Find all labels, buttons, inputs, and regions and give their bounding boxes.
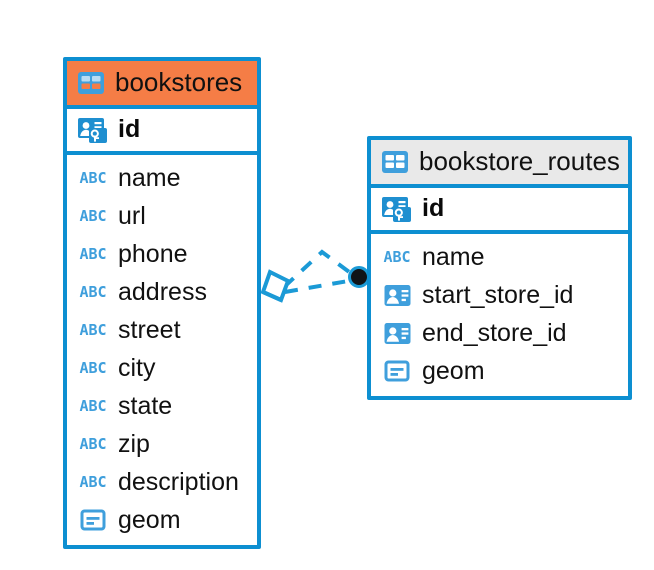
abc-icon: ABC [79,321,107,339]
relationship-line-upper [282,249,358,289]
field-label-bookstore-routes-name: name [422,243,485,271]
field-label-bookstores-state: state [118,392,173,420]
blob-icon [77,508,109,532]
entity-header-bookstore-routes[interactable]: bookstore_routes [371,140,628,188]
field-row-bookstores-description[interactable]: ABC description [67,463,257,501]
field-row-bookstore-routes-name[interactable]: ABC name [371,238,628,276]
abc-icon: ABC [79,359,107,377]
foreign-key-icon [381,322,413,345]
abc-icon: ABC [79,473,107,491]
field-row-bookstores-name[interactable]: ABC name [67,159,257,197]
diamond-marker-icon [260,269,291,303]
entity-title-bookstore-routes: bookstore_routes [419,146,620,176]
field-label-bookstores-url: url [118,202,146,230]
field-row-bookstores-id[interactable]: id [67,109,257,155]
abc-icon: ABC [79,245,107,263]
primary-key-icon [77,116,109,144]
field-label-bookstores-zip: zip [118,430,150,458]
field-row-bookstores-city[interactable]: ABC city [67,349,257,387]
field-label-bookstores-phone: phone [118,240,188,268]
table-icon [77,71,105,95]
field-label-bookstores-city: city [118,354,156,382]
table-icon [381,150,409,174]
field-row-bookstores-state[interactable]: ABC state [67,387,257,425]
abc-icon: ABC [79,207,107,225]
filled-circle-marker-icon [348,266,370,288]
field-row-bookstore-routes-geom[interactable]: geom [371,352,628,390]
diamond-marker-tail [262,290,282,302]
entity-bookstores[interactable]: bookstores id [63,57,261,549]
blob-icon [381,359,413,383]
abc-icon: ABC [79,397,107,415]
field-label-bookstores-address: address [118,278,207,306]
field-row-bookstores-street[interactable]: ABC street [67,311,257,349]
field-row-bookstore-routes-end-store-id[interactable]: end_store_id [371,314,628,352]
foreign-key-icon [381,284,413,307]
field-label-bookstore-routes-start-store-id: start_store_id [422,281,574,309]
field-row-bookstore-routes-id[interactable]: id [371,188,628,234]
field-row-bookstores-zip[interactable]: ABC zip [67,425,257,463]
field-label-bookstores-name: name [118,164,181,192]
field-label-bookstores-id: id [118,115,141,143]
field-label-bookstores-street: street [118,316,181,344]
field-row-bookstore-routes-start-store-id[interactable]: start_store_id [371,276,628,314]
abc-icon: ABC [79,435,107,453]
relationship-line-lower [284,278,355,294]
field-list-bookstore-routes: ABC name start_store_id [371,234,628,396]
primary-key-icon [381,195,413,223]
field-row-bookstores-address[interactable]: ABC address [67,273,257,311]
field-label-bookstores-description: description [118,468,239,496]
field-label-bookstore-routes-end-store-id: end_store_id [422,319,567,347]
field-label-bookstore-routes-geom: geom [422,357,485,385]
abc-icon: ABC [79,169,107,187]
abc-icon: ABC [79,283,107,301]
field-row-bookstores-phone[interactable]: ABC phone [67,235,257,273]
field-label-bookstores-geom: geom [118,506,181,534]
field-row-bookstores-geom[interactable]: geom [67,501,257,539]
field-row-bookstores-url[interactable]: ABC url [67,197,257,235]
field-list-bookstores: ABC name ABC url ABC phone ABC address A… [67,155,257,545]
entity-title-bookstores: bookstores [115,67,243,97]
entity-bookstore-routes[interactable]: bookstore_routes id [367,136,632,400]
field-label-bookstore-routes-id: id [422,194,445,222]
abc-icon: ABC [383,248,411,266]
entity-header-bookstores[interactable]: bookstores [67,61,257,109]
